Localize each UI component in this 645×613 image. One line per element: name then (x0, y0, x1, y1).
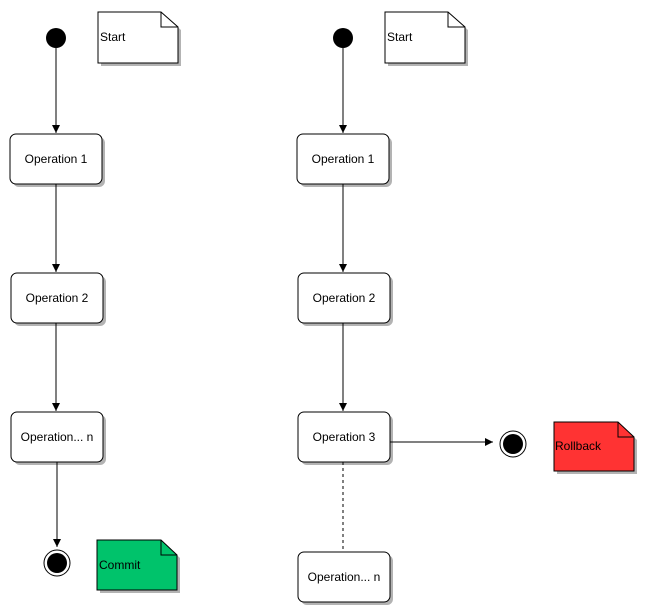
left-operation-2[interactable]: Operation 2 (10, 272, 106, 326)
left-start-node (46, 28, 66, 48)
right-operation-3[interactable]: Operation 3 (297, 411, 393, 465)
rollback-note: Rollback (553, 421, 637, 474)
commit-note: Commit (96, 539, 180, 593)
right-end-node (499, 430, 527, 458)
left-start-note: Start (97, 11, 181, 66)
right-operation-2-label: Operation 2 (313, 291, 376, 305)
right-operation-n[interactable]: Operation... n (297, 551, 393, 605)
left-end-node (43, 549, 71, 577)
right-start-note: Start (384, 11, 468, 66)
right-operation-1-label: Operation 1 (312, 152, 375, 166)
right-operation-n-label: Operation... n (308, 570, 381, 584)
left-operation-n[interactable]: Operation... n (10, 411, 106, 465)
commit-note-label: Commit (99, 558, 141, 572)
left-start-note-label: Start (100, 30, 126, 44)
left-operation-1[interactable]: Operation 1 (9, 133, 105, 187)
left-operation-n-label: Operation... n (21, 430, 94, 444)
rollback-note-label: Rollback (555, 439, 602, 453)
right-operation-2[interactable]: Operation 2 (297, 272, 393, 326)
right-operation-3-label: Operation 3 (313, 430, 376, 444)
right-operation-1[interactable]: Operation 1 (296, 133, 392, 187)
left-operation-2-label: Operation 2 (26, 291, 89, 305)
right-start-node (333, 28, 353, 48)
right-start-note-label: Start (387, 30, 413, 44)
left-operation-1-label: Operation 1 (25, 152, 88, 166)
